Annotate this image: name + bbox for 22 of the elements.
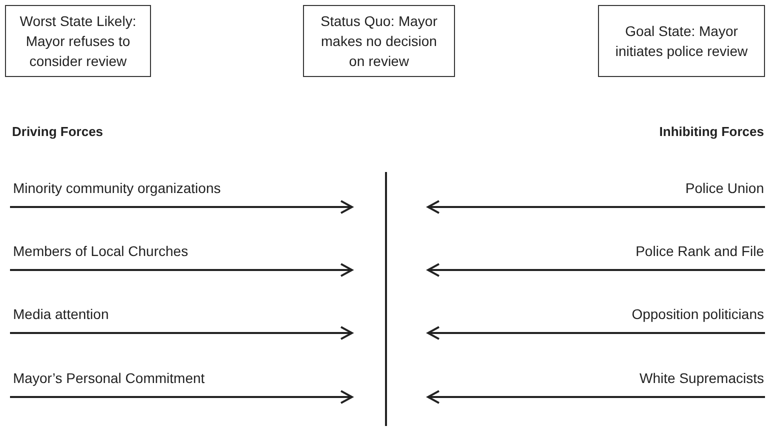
arrow — [10, 390, 353, 404]
arrow — [10, 263, 353, 277]
arrow — [10, 200, 353, 214]
arrow — [427, 200, 765, 214]
edge-label: Media attention — [13, 306, 109, 322]
column-heading: Driving Forces — [12, 124, 104, 139]
divider-line — [385, 172, 387, 426]
edge-label: Members of Local Churches — [13, 243, 188, 259]
arrow — [10, 326, 353, 340]
arrow — [427, 263, 765, 277]
state-box: Status Quo: Mayor makes no decision on review — [303, 5, 455, 77]
edge-label: Police Union — [685, 180, 764, 196]
state-box: Goal State: Mayor initiates police review — [598, 5, 765, 77]
edge-label: Opposition politicians — [632, 306, 764, 322]
edge-label: White Supremacists — [640, 370, 764, 386]
edge-label: Mayor’s Personal Commitment — [13, 370, 205, 386]
arrow — [427, 326, 765, 340]
edge-label: Minority community organizations — [13, 180, 221, 196]
state-box: Worst State Likely: Mayor refuses to consider review — [5, 5, 151, 77]
column-heading: Inhibiting Forces — [659, 124, 764, 139]
arrow — [427, 390, 765, 404]
edge-label: Police Rank and File — [636, 243, 764, 259]
